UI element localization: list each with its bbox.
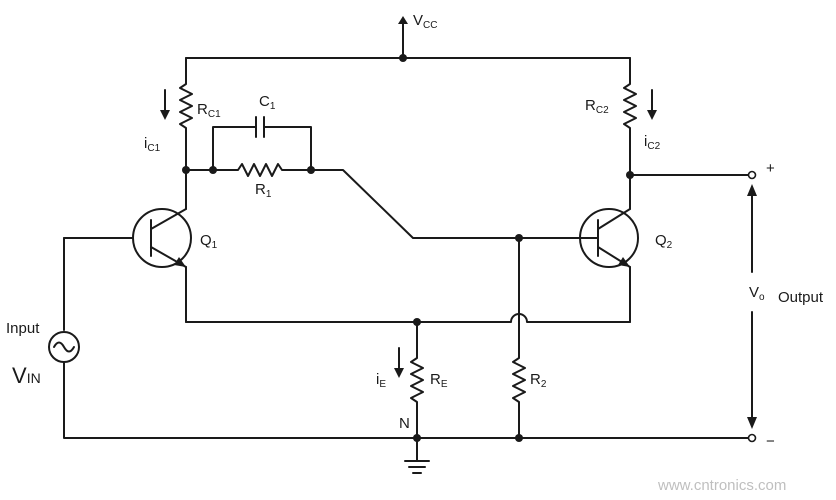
emitter-rail <box>185 313 631 323</box>
label-r1: R1 <box>255 181 272 200</box>
resistor-rc1 <box>179 57 193 210</box>
output-terminal-plus <box>747 170 757 180</box>
transistor-q1 <box>132 208 192 268</box>
label-vo: Vo <box>749 284 765 303</box>
label-ic2: iC2 <box>644 133 661 152</box>
label-output: Output <box>778 289 824 306</box>
resistor-r2 <box>512 237 526 439</box>
label-rc1: RC1 <box>197 101 221 120</box>
label-q1: Q1 <box>200 232 218 251</box>
current-arrow-ic1 <box>160 89 170 120</box>
watermark: www.cntronics.com <box>657 477 786 494</box>
current-arrow-ie <box>394 347 404 378</box>
label-vcc: VCC <box>413 12 437 31</box>
label-q2: Q2 <box>655 232 673 251</box>
label-minus: − <box>766 433 775 450</box>
label-ic1: iC1 <box>144 135 161 154</box>
vo-double-arrow <box>747 184 757 429</box>
label-input: Input <box>6 320 40 337</box>
vcc-supply <box>398 16 408 62</box>
input-wire-bottom <box>63 361 418 439</box>
transistor-q2 <box>579 208 639 268</box>
current-arrow-ic2 <box>647 89 657 120</box>
label-plus: + <box>766 160 775 177</box>
resistor-re <box>410 321 424 439</box>
label-rc2: RC2 <box>585 97 609 116</box>
feedback-network <box>182 116 315 177</box>
ac-source-icon <box>48 331 80 363</box>
label-ie: iE <box>376 371 386 390</box>
label-node-n: N <box>399 415 410 432</box>
label-vin: VIN <box>12 363 41 388</box>
label-c1: C1 <box>259 93 276 112</box>
label-re: RE <box>430 371 448 390</box>
ground-icon <box>404 437 430 474</box>
label-r2: R2 <box>530 371 547 390</box>
wire-r1-to-q2-base <box>310 169 584 239</box>
resistor-rc2 <box>623 57 637 210</box>
output-terminal-minus <box>747 433 757 443</box>
